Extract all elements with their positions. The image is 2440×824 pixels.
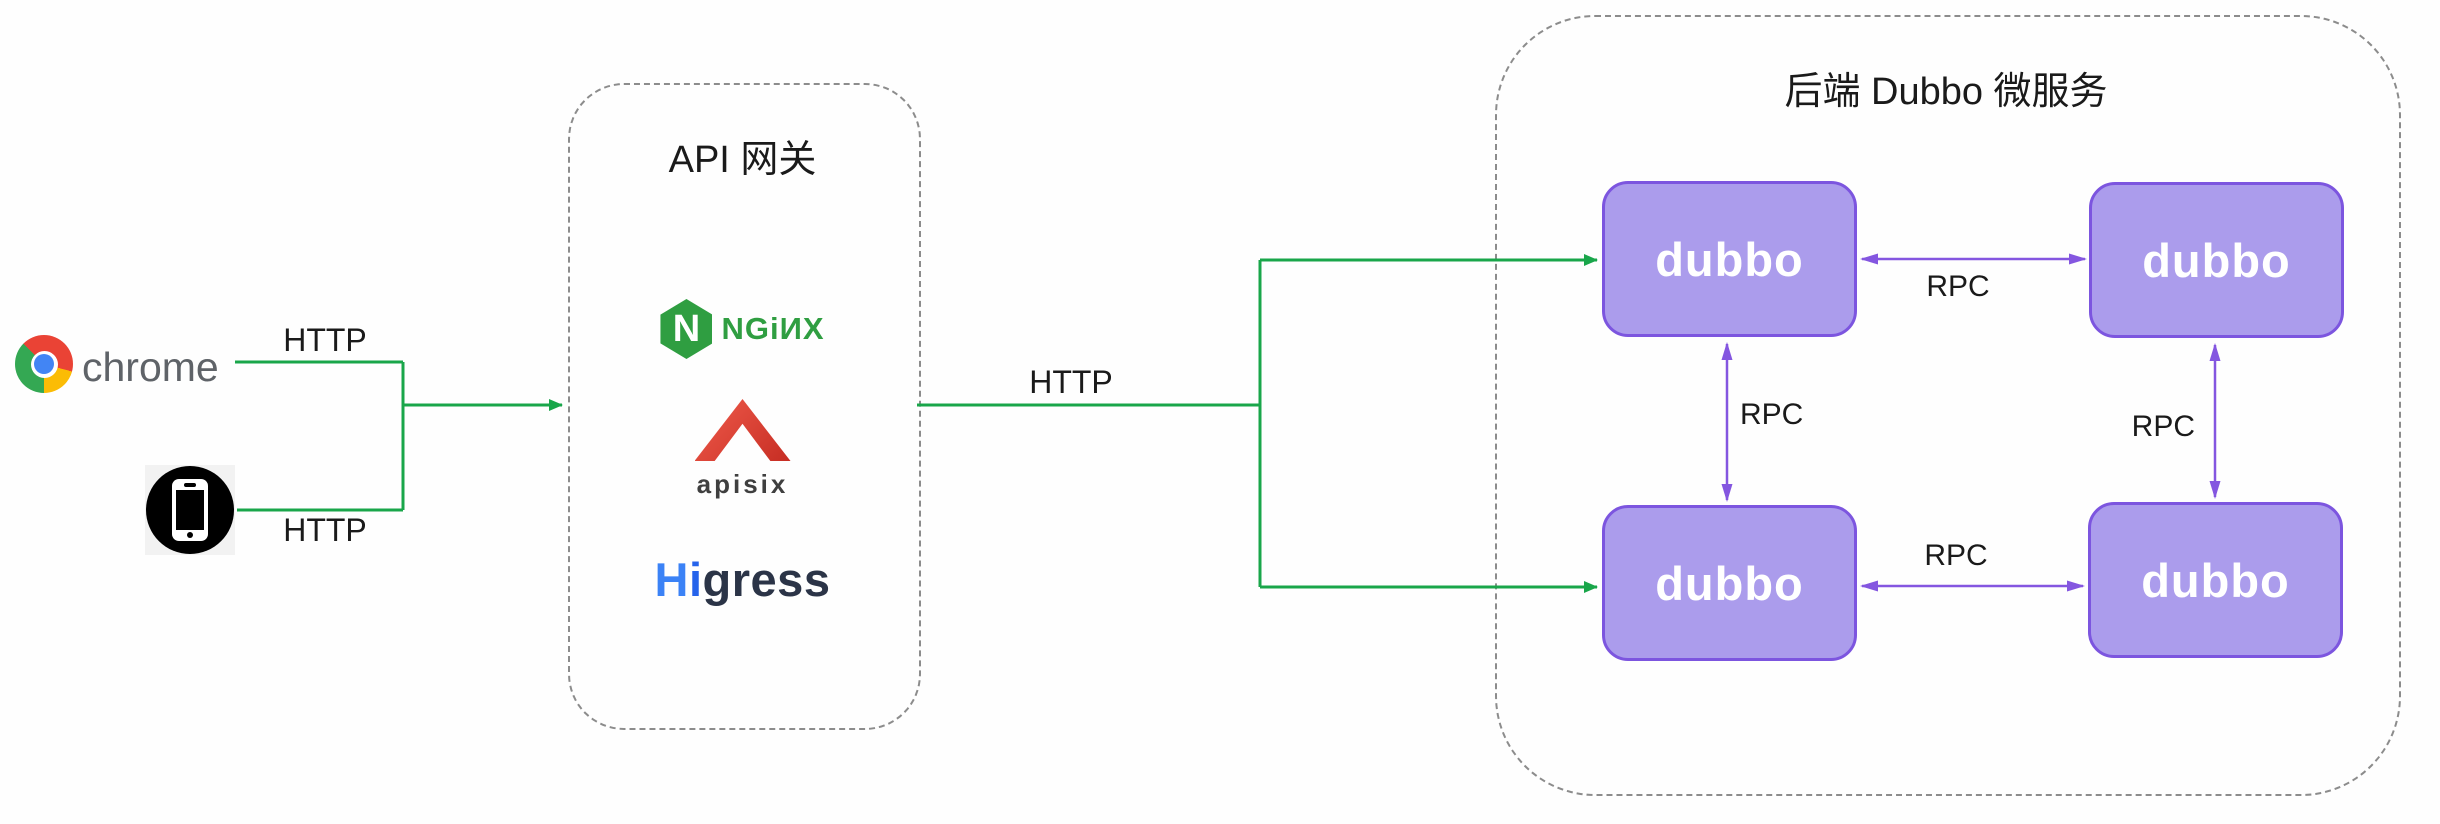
higress-wordmark-rest: gress [702,552,831,606]
smartphone-icon-circle [146,466,234,554]
rpc-label-right: RPC [2131,410,2195,443]
rpc-label-top: RPC [1926,270,1990,303]
nginx-hexagon-icon: N [660,299,713,359]
apisix-triangle-icon [694,399,791,461]
apisix-wordmark: apisix [696,469,789,499]
http-label-mobile: HTTP [283,512,367,548]
nginx-letter: N [672,307,701,350]
higress-wordmark-i: i [688,552,703,606]
chrome-icon [15,335,73,393]
nginx-wordmark: NGiИX [721,311,825,346]
chrome-icon-dot [34,354,54,374]
smartphone-icon-screen [176,490,204,530]
api-gateway-title: API 网关 [668,139,817,181]
dubbo-service-bottom-left: dubbo [1602,505,1857,661]
http-label-gateway: HTTP [1029,364,1113,400]
smartphone-icon [145,465,235,555]
http-label-chrome: HTTP [283,322,367,358]
higress-wordmark-h: H [654,552,689,606]
smartphone-icon-speaker [184,483,196,487]
backend-dubbo-container [1495,15,2401,796]
dubbo-service-top-right: dubbo [2089,182,2344,338]
smartphone-icon-body [172,479,208,541]
dubbo-service-top-left: dubbo [1602,181,1857,337]
apisix-logo: apisix [568,399,917,500]
backend-title: 后端 Dubbo 微服务 [1784,71,2108,113]
smartphone-icon-home [187,532,193,538]
chrome-label: chrome [82,344,219,390]
rpc-label-left: RPC [1740,398,1804,431]
rpc-label-bottom: RPC [1924,539,1988,572]
dubbo-service-bottom-right: dubbo [2088,502,2343,658]
nginx-logo: N NGiИX [568,297,917,361]
